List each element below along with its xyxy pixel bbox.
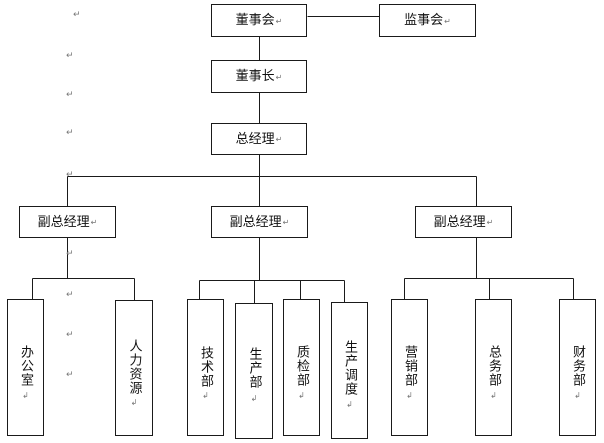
chairman-paragraph-mark: ↵ — [275, 72, 283, 82]
paragraph-mark: ↵ — [66, 128, 74, 138]
department-scheduling-node: 生产调度 ↲ — [331, 302, 368, 439]
board-label: 董事会 — [235, 13, 275, 28]
paragraph-mark: ↵ — [66, 370, 74, 380]
department-hr-node: 人力资源 ↲ — [115, 300, 153, 436]
vice-manager-paragraph-mark: ↵ — [282, 218, 290, 227]
department-general-affairs-node: 总务部 ↲ — [475, 299, 512, 436]
vice-manager-label: 副总经理 — [229, 214, 282, 230]
general-manager-node: 总经理↵ — [211, 123, 307, 155]
paragraph-mark: ↵ — [66, 290, 74, 300]
vice-manager-label: 副总经理 — [37, 214, 90, 230]
department-qc-label: 质检部 — [294, 345, 309, 387]
supervisory-board-paragraph-mark: ↵ — [444, 16, 451, 26]
chairman-label: 董事长 — [235, 69, 275, 84]
department-marketing-label: 营销部 — [402, 345, 417, 387]
department-marketing-mark: ↲ — [406, 391, 413, 400]
department-qc-node: 质检部 ↲ — [283, 299, 320, 436]
department-marketing-node: 营销部 ↲ — [391, 299, 428, 436]
department-finance-node: 财务部 ↲ — [559, 299, 596, 436]
department-hr-label: 人力资源 — [126, 339, 142, 395]
vice-manager-paragraph-mark: ↵ — [486, 218, 494, 227]
vice-manager-node: 副总经理↵ — [415, 206, 512, 238]
department-tech-mark: ↲ — [202, 391, 209, 400]
department-production-label: 生产部 — [246, 347, 262, 389]
department-general-affairs-mark: ↲ — [490, 391, 497, 400]
supervisory-board-label: 监事会 — [404, 13, 444, 28]
chairman-node: 董事长↵ — [211, 60, 307, 93]
paragraph-mark: ↵ — [66, 51, 74, 61]
paragraph-mark: ↵ — [66, 170, 74, 180]
department-office-label: 办公室 — [18, 345, 33, 387]
department-scheduling-mark: ↲ — [346, 400, 353, 409]
vice-manager-paragraph-mark: ↵ — [90, 218, 98, 227]
paragraph-mark: ↵ — [66, 330, 74, 340]
department-finance-label: 财务部 — [570, 345, 585, 387]
department-general-affairs-label: 总务部 — [486, 345, 501, 387]
paragraph-mark: ↵ — [73, 10, 81, 20]
department-production-mark: ↲ — [250, 394, 258, 403]
department-office-node: 办公室 ↲ — [7, 299, 44, 436]
supervisory-board-node: 监事会↵ — [379, 4, 476, 37]
department-tech-node: 技术部 ↲ — [187, 299, 224, 436]
department-production-node: 生产部 ↲ — [235, 303, 273, 439]
paragraph-mark: ↵ — [66, 90, 74, 100]
department-scheduling-label: 生产调度 — [342, 340, 357, 396]
general-manager-label: 总经理 — [235, 131, 275, 147]
general-manager-paragraph-mark: ↵ — [275, 135, 283, 144]
paragraph-mark: ↵ — [66, 249, 74, 259]
department-qc-mark: ↲ — [298, 391, 305, 400]
department-hr-mark: ↲ — [130, 398, 138, 407]
vice-manager-node: 副总经理↵ — [19, 206, 116, 238]
department-office-mark: ↲ — [22, 391, 29, 400]
department-tech-label: 技术部 — [198, 346, 213, 388]
board-paragraph-mark: ↵ — [275, 16, 283, 26]
vice-manager-node: 副总经理↵ — [211, 206, 308, 238]
vice-manager-label: 副总经理 — [433, 214, 486, 230]
department-finance-mark: ↲ — [574, 391, 581, 400]
board-node: 董事会↵ — [211, 4, 307, 37]
